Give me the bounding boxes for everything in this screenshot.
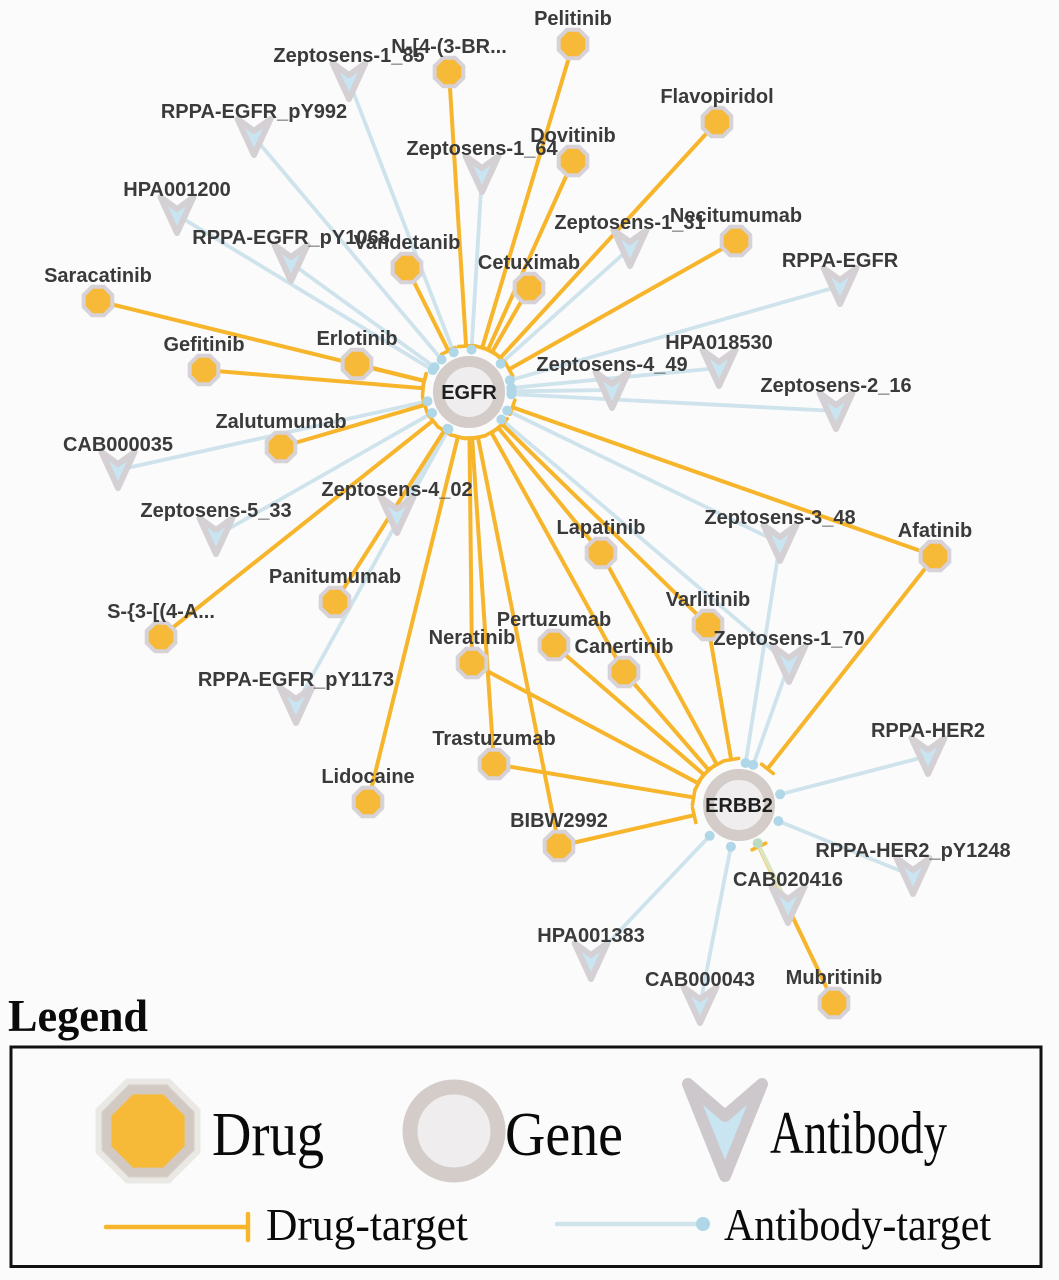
svg-text:Erlotinib: Erlotinib xyxy=(316,328,397,350)
svg-text:EGFR: EGFR xyxy=(441,382,497,404)
svg-text:Zeptosens-1_31: Zeptosens-1_31 xyxy=(554,212,705,234)
svg-text:RPPA-EGFR_pY1068: RPPA-EGFR_pY1068 xyxy=(192,227,389,249)
svg-text:Neratinib: Neratinib xyxy=(429,627,516,649)
svg-text:CAB020416: CAB020416 xyxy=(733,869,843,891)
svg-text:RPPA-EGFR_pY1173: RPPA-EGFR_pY1173 xyxy=(198,669,394,691)
svg-text:HPA001200: HPA001200 xyxy=(123,179,230,201)
svg-text:Necitumumab: Necitumumab xyxy=(670,205,802,227)
svg-text:Mubritinib: Mubritinib xyxy=(786,967,883,989)
svg-text:Zeptosens-1_85: Zeptosens-1_85 xyxy=(273,45,424,67)
svg-text:Zalutumumab: Zalutumumab xyxy=(215,411,346,433)
svg-text:Cetuximab: Cetuximab xyxy=(478,252,580,274)
svg-text:CAB000035: CAB000035 xyxy=(63,434,173,456)
svg-text:Zeptosens-5_33: Zeptosens-5_33 xyxy=(140,500,291,522)
svg-text:Lidocaine: Lidocaine xyxy=(321,766,414,788)
svg-text:Zeptosens-1_64: Zeptosens-1_64 xyxy=(406,138,558,160)
svg-text:Dovitinib: Dovitinib xyxy=(530,125,616,147)
svg-text:RPPA-HER2_pY1248: RPPA-HER2_pY1248 xyxy=(815,840,1010,862)
svg-text:CAB000043: CAB000043 xyxy=(645,969,755,991)
svg-text:Lapatinib: Lapatinib xyxy=(557,517,646,539)
svg-text:RPPA-HER2: RPPA-HER2 xyxy=(871,720,985,742)
svg-text:S-{3-[(4-A...: S-{3-[(4-A... xyxy=(107,601,215,623)
svg-text:Antibody-target: Antibody-target xyxy=(724,1200,991,1250)
svg-text:Zeptosens-3_48: Zeptosens-3_48 xyxy=(704,507,855,529)
svg-text:Antibody: Antibody xyxy=(770,1100,947,1166)
svg-text:Drug-target: Drug-target xyxy=(266,1200,468,1250)
svg-text:Saracatinib: Saracatinib xyxy=(44,265,152,287)
svg-text:Pelitinib: Pelitinib xyxy=(534,8,612,30)
svg-text:BIBW2992: BIBW2992 xyxy=(510,810,608,832)
svg-text:Canertinib: Canertinib xyxy=(575,636,674,658)
svg-text:Vandetanib: Vandetanib xyxy=(354,232,461,254)
svg-text:Drug: Drug xyxy=(212,1101,324,1169)
svg-text:Zeptosens-4_02: Zeptosens-4_02 xyxy=(321,479,472,501)
svg-text:Zeptosens-1_70: Zeptosens-1_70 xyxy=(713,628,864,650)
svg-text:ERBB2: ERBB2 xyxy=(705,795,773,817)
svg-text:Zeptosens-4_49: Zeptosens-4_49 xyxy=(536,354,687,376)
svg-text:Pertuzumab: Pertuzumab xyxy=(497,609,611,631)
svg-text:Trastuzumab: Trastuzumab xyxy=(432,728,555,750)
svg-text:Zeptosens-2_16: Zeptosens-2_16 xyxy=(760,375,911,397)
svg-text:Panitumumab: Panitumumab xyxy=(269,566,401,588)
svg-text:N-[4-(3-BR...: N-[4-(3-BR... xyxy=(391,36,507,58)
svg-text:HPA001383: HPA001383 xyxy=(537,925,644,947)
svg-text:Legend: Legend xyxy=(8,990,148,1041)
svg-text:Gene: Gene xyxy=(505,1101,623,1169)
svg-text:Flavopiridol: Flavopiridol xyxy=(660,86,773,108)
svg-text:Varlitinib: Varlitinib xyxy=(666,589,750,611)
svg-text:Afatinib: Afatinib xyxy=(898,520,972,542)
svg-text:RPPA-EGFR_pY992: RPPA-EGFR_pY992 xyxy=(161,101,347,123)
svg-text:RPPA-EGFR: RPPA-EGFR xyxy=(782,250,899,272)
svg-text:Gefitinib: Gefitinib xyxy=(163,334,244,356)
svg-text:HPA018530: HPA018530 xyxy=(665,332,772,354)
